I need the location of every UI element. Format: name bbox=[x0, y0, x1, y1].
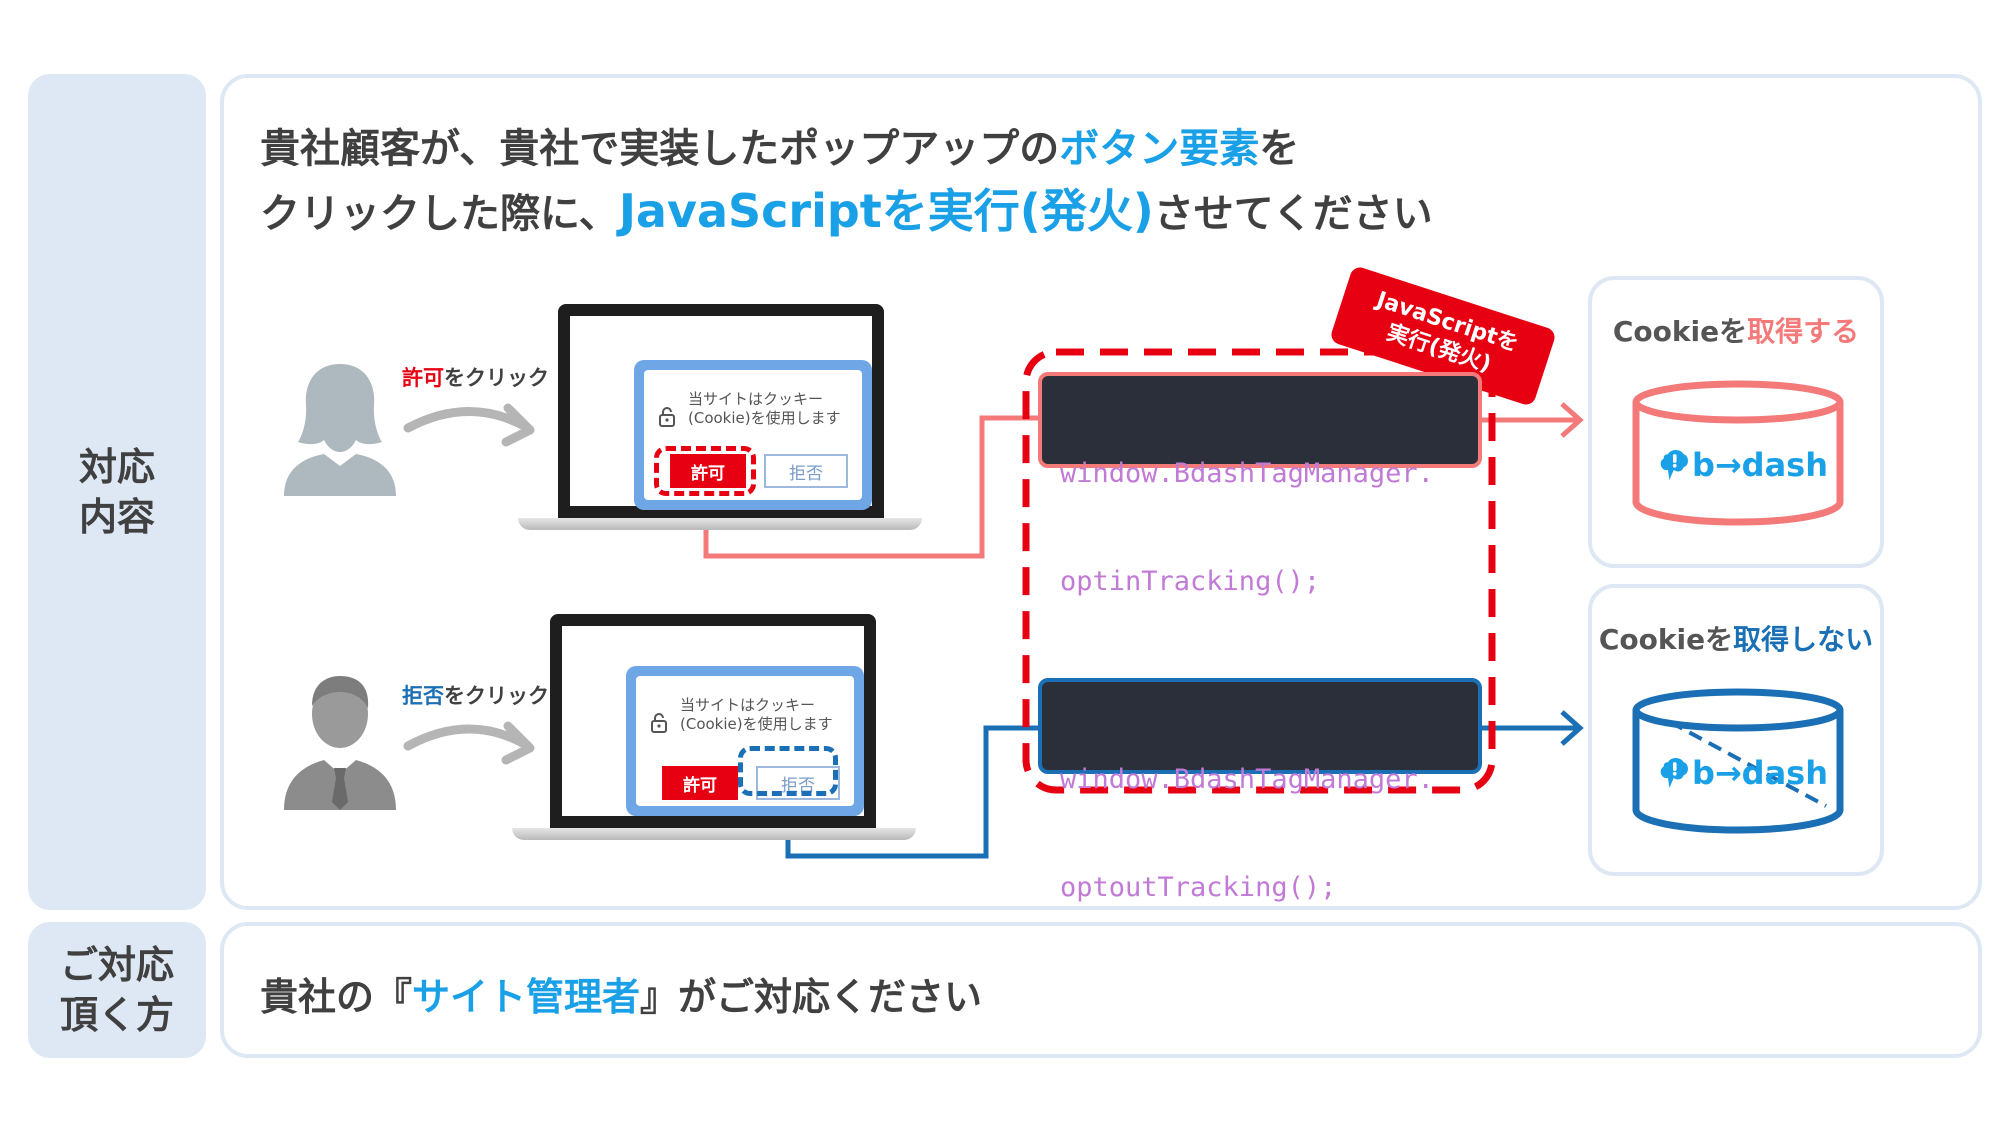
deny-click-label-rest: をクリック bbox=[444, 684, 549, 708]
deny-button[interactable]: 拒否 bbox=[764, 454, 848, 488]
headline: 貴社顧客が、貴社で実装したポップアップのボタン要素を クリックした際に、Java… bbox=[260, 118, 1433, 245]
headline-line1-b: を bbox=[1259, 126, 1300, 172]
popup-allow-text: 当サイトはクッキー (Cookie)を使用します bbox=[688, 390, 841, 427]
headline-line2-a: クリックした際に、 bbox=[260, 191, 619, 237]
optout-code-block: window.BdashTagManager. optoutTracking()… bbox=[1038, 678, 1482, 903]
allow-click-label-hl: 許可 bbox=[402, 366, 444, 390]
headline-line1: 貴社顧客が、貴社で実装したポップアップのボタン要素を bbox=[260, 118, 1433, 180]
responder-label: ご対応 頂く方 bbox=[28, 922, 206, 1058]
result-noget-title: Cookieを取得しない bbox=[1598, 623, 1874, 656]
responder-label-line1: ご対応 bbox=[59, 943, 174, 987]
responder-text-a: 貴社の『 bbox=[260, 975, 413, 1019]
popup-allow: 当サイトはクッキー (Cookie)を使用します 許可 拒否 bbox=[634, 360, 872, 510]
optin-code-block: window.BdashTagManager. optinTracking(); bbox=[1038, 372, 1482, 597]
deny-arrowhead bbox=[1560, 710, 1584, 746]
bdash-logo-text: b→dash bbox=[1691, 446, 1828, 484]
responder-text: 貴社の『サイト管理者』がご対応ください bbox=[260, 966, 982, 1021]
deny-click-label: 拒否をクリック bbox=[402, 680, 549, 710]
optin-code-line2: optinTracking(); bbox=[1060, 566, 1321, 597]
responder-label-line2: 頂く方 bbox=[59, 993, 174, 1037]
responder-panel bbox=[220, 922, 1982, 1058]
allow-arrowhead bbox=[1560, 402, 1584, 438]
male-user-icon bbox=[284, 676, 396, 810]
bdash-logo-icon bbox=[1660, 450, 1688, 480]
responder-text-b: 』がご対応ください bbox=[640, 975, 983, 1019]
database-get-icon bbox=[1632, 380, 1844, 526]
allow-button[interactable]: 許可 bbox=[670, 454, 746, 488]
database-noget-icon bbox=[1632, 688, 1844, 834]
headline-line2-highlight: JavaScriptを実行(発火) bbox=[618, 184, 1154, 238]
lock-icon bbox=[651, 713, 667, 733]
bdash-logo-noget: b→dash bbox=[1658, 748, 1828, 798]
result-get-title-hl: 取得する bbox=[1747, 315, 1860, 348]
result-noget-title-hl: 取得しない bbox=[1733, 623, 1874, 656]
deny-click-label-hl: 拒否 bbox=[402, 684, 444, 708]
popup-deny-text: 当サイトはクッキー (Cookie)を使用します bbox=[680, 696, 833, 733]
content-label: 対応 内容 bbox=[28, 74, 206, 910]
bdash-logo-get: b→dash bbox=[1658, 440, 1828, 490]
optout-code-line2: optoutTracking(); bbox=[1060, 872, 1337, 903]
headline-line1-a: 貴社顧客が、貴社で実装したポップアップの bbox=[260, 126, 1060, 172]
deny-button-highlight bbox=[738, 746, 838, 796]
allow-click-arrow bbox=[403, 407, 533, 433]
female-user-icon bbox=[284, 364, 396, 496]
bdash-logo-text: b→dash bbox=[1691, 754, 1828, 792]
allow-button[interactable]: 許可 bbox=[662, 766, 738, 800]
headline-line2-b: させてください bbox=[1153, 191, 1433, 237]
laptop-allow-base bbox=[518, 518, 922, 530]
headline-line1-highlight: ボタン要素 bbox=[1059, 126, 1260, 172]
allow-click-label-rest: をクリック bbox=[444, 366, 549, 390]
responder-text-hl: サイト管理者 bbox=[412, 975, 641, 1019]
content-label-line1: 対応 bbox=[78, 445, 155, 489]
bdash-logo-icon bbox=[1660, 758, 1688, 788]
result-get-title: Cookieを取得する bbox=[1612, 315, 1860, 348]
optout-code-line1: window.BdashTagManager. bbox=[1060, 764, 1434, 795]
allow-button-highlight bbox=[654, 446, 756, 496]
allow-click-label: 許可をクリック bbox=[402, 362, 549, 392]
optin-code-line1: window.BdashTagManager. bbox=[1060, 458, 1434, 489]
result-get-cookie: Cookieを取得する b→dash bbox=[1588, 276, 1884, 568]
execute-group-outline bbox=[1022, 348, 1496, 794]
allow-connector bbox=[703, 415, 1040, 559]
laptop-deny-base bbox=[512, 828, 916, 840]
result-noget-cookie: Cookieを取得しない b→dash bbox=[1588, 584, 1884, 876]
content-label-line2: 内容 bbox=[78, 495, 155, 539]
lock-icon bbox=[659, 407, 675, 427]
headline-line2: クリックした際に、JavaScriptを実行(発火)させてください bbox=[260, 180, 1433, 245]
